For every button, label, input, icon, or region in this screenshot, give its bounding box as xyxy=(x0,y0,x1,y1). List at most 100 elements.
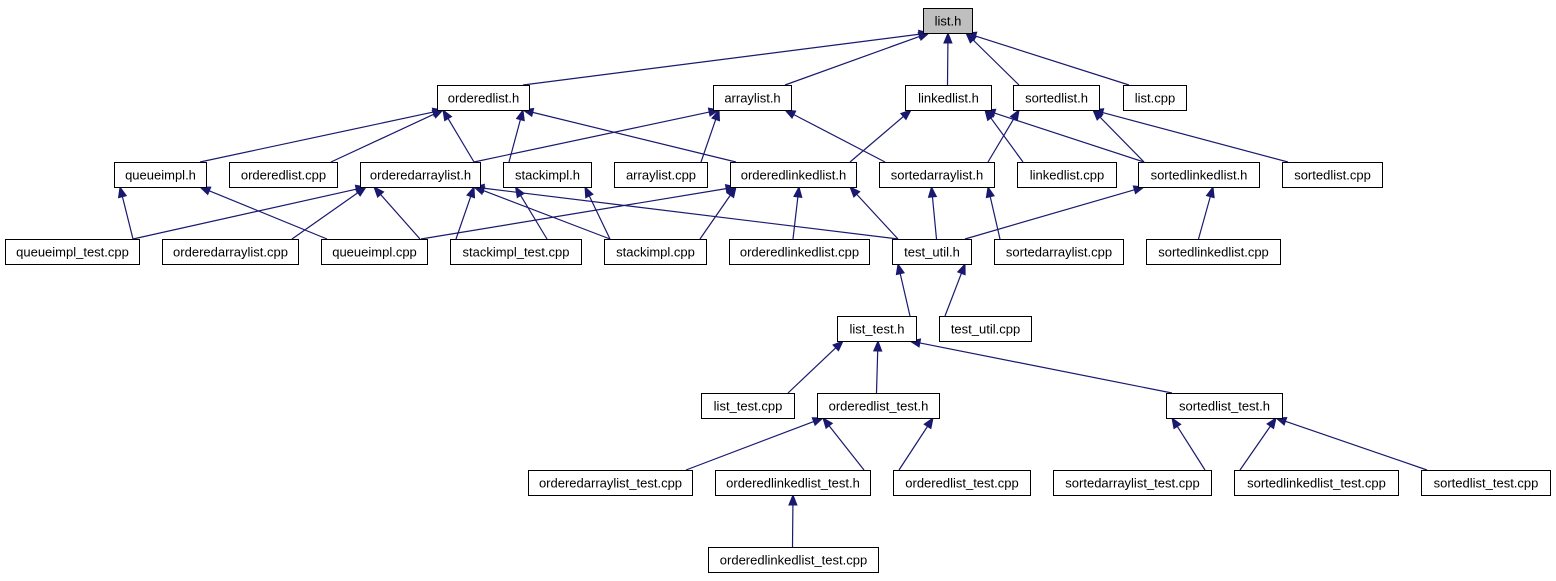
node-sortedlist-cpp[interactable]: sortedlist.cpp xyxy=(1282,162,1383,188)
node-sortedarraylist-h[interactable]: sortedarraylist.h xyxy=(879,162,995,188)
edge-line xyxy=(1099,116,1145,163)
include-edge-test_util_cpp-to-test_util_h xyxy=(944,262,966,317)
edge-line xyxy=(987,118,1015,163)
node-label: stackimpl.cpp xyxy=(616,245,695,260)
node-box xyxy=(708,547,879,573)
node-orderedlist-cpp[interactable]: orderedlist.cpp xyxy=(229,162,338,188)
node-orderedarraylist-cpp[interactable]: orderedarraylist.cpp xyxy=(162,239,299,265)
edge-arrowhead xyxy=(956,262,966,276)
include-edge-queueimpl_cpp-to-queueimpl_h xyxy=(198,186,328,240)
node-box xyxy=(604,239,707,265)
node-box xyxy=(892,239,972,265)
edge-line xyxy=(975,35,1130,86)
node-sortedarraylist-cpp[interactable]: sortedarraylist.cpp xyxy=(994,239,1124,265)
node-box xyxy=(923,8,973,34)
node-orderedlinkedlist-cpp[interactable]: orderedlinkedlist.cpp xyxy=(729,239,870,265)
node-sortedlist-h[interactable]: sortedlist.h xyxy=(1013,85,1100,111)
edge-line xyxy=(899,273,911,317)
node-queueimpl-cpp[interactable]: queueimpl.cpp xyxy=(321,239,428,265)
node-label: sortedlinkedlist.h xyxy=(1151,168,1248,183)
edge-line xyxy=(447,118,475,163)
node-label: sortedlist.cpp xyxy=(1294,168,1371,183)
edge-arrowhead xyxy=(442,108,453,122)
node-orderedlinkedlist-h[interactable]: orderedlinkedlist.h xyxy=(730,162,857,188)
node-label: test_util.cpp xyxy=(951,322,1020,337)
node-sortedlist-test-h[interactable]: sortedlist_test.h xyxy=(1166,393,1283,419)
include-edge-sortedarraylist_cpp-to-sortedarraylist_h xyxy=(985,185,1001,240)
node-orderedarraylist-h[interactable]: orderedarraylist.h xyxy=(360,162,481,188)
node-label: sortedlinkedlist.cpp xyxy=(1158,245,1269,260)
node-label: queueimpl.h xyxy=(125,168,196,183)
node-box xyxy=(1053,470,1212,496)
node-box xyxy=(713,85,792,111)
include-edge-test_util_h-to-sortedarraylist_h xyxy=(927,185,938,240)
node-label: orderedlist.cpp xyxy=(241,168,326,183)
include-edge-orderedlist_h-to-list_h xyxy=(522,29,931,86)
node-label: sortedlist_test.cpp xyxy=(1434,476,1539,491)
node-stackimpl-h[interactable]: stackimpl.h xyxy=(503,162,592,188)
node-orderedlist-h[interactable]: orderedlist.h xyxy=(437,85,530,111)
node-box xyxy=(837,316,917,342)
node-sortedlist-test-cpp[interactable]: sortedlist_test.cpp xyxy=(1421,470,1551,496)
node-linkedlist-cpp[interactable]: linkedlist.cpp xyxy=(1017,162,1117,188)
edge-arrowhead xyxy=(793,185,803,198)
node-label: sortedlinkedlist_test.cpp xyxy=(1247,476,1386,491)
edge-line xyxy=(291,192,359,240)
include-edge-queueimpl_h-to-orderedlist_h xyxy=(199,107,445,163)
node-box xyxy=(614,162,708,188)
edge-arrowhead xyxy=(1171,416,1182,430)
node-label: orderedarraylist.cpp xyxy=(173,245,288,260)
edge-arrowhead xyxy=(198,186,212,196)
node-arraylist-cpp[interactable]: arraylist.cpp xyxy=(614,162,708,188)
edge-line xyxy=(209,190,328,240)
edge-line xyxy=(784,35,920,86)
edge-line xyxy=(849,116,904,163)
edge-line xyxy=(699,194,731,240)
include-edge-orderedarraylist_test_cpp-to-orderedlist_test_h xyxy=(685,417,825,471)
node-label: list.cpp xyxy=(1135,91,1175,106)
include-edge-stackimpl_test_cpp-to-orderedarraylist_h xyxy=(455,185,476,240)
node-test-util-cpp[interactable]: test_util.cpp xyxy=(939,316,1032,342)
node-sortedarraylist-test-cpp[interactable]: sortedarraylist_test.cpp xyxy=(1053,470,1212,496)
node-queueimpl-test-cpp[interactable]: queueimpl_test.cpp xyxy=(5,239,140,265)
node-sortedlinkedlist-cpp[interactable]: sortedlinkedlist.cpp xyxy=(1146,239,1281,265)
edge-line xyxy=(828,425,865,471)
node-list-test-h[interactable]: list_test.h xyxy=(837,316,917,342)
include-edge-orderedlinkedlist_cpp-to-orderedlinkedlist_h xyxy=(792,185,803,240)
node-orderedlist-test-h[interactable]: orderedlist_test.h xyxy=(817,393,940,419)
node-label: list_test.h xyxy=(850,322,905,337)
edge-line xyxy=(132,188,357,240)
node-box xyxy=(994,239,1124,265)
edge-line xyxy=(520,195,548,240)
node-orderedlinkedlist-test-h[interactable]: orderedlinkedlist_test.h xyxy=(715,470,871,496)
node-list-cpp[interactable]: list.cpp xyxy=(1123,85,1187,111)
edge-arrowhead xyxy=(985,185,995,199)
node-list-test-cpp[interactable]: list_test.cpp xyxy=(701,393,795,419)
include-edge-orderedlist_test_cpp-to-orderedlist_test_h xyxy=(898,416,934,471)
node-orderedlist-test-cpp[interactable]: orderedlist_test.cpp xyxy=(893,470,1031,496)
node-sortedlinkedlist-h[interactable]: sortedlinkedlist.h xyxy=(1138,162,1260,188)
node-box xyxy=(701,393,795,419)
edge-arrowhead xyxy=(943,31,953,44)
node-orderedlinkedlist-test-cpp[interactable]: orderedlinkedlist_test.cpp xyxy=(708,547,879,573)
node-orderedarraylist-test-cpp[interactable]: orderedarraylist_test.cpp xyxy=(528,470,693,496)
node-sortedlinkedlist-test-cpp[interactable]: sortedlinkedlist_test.cpp xyxy=(1234,470,1399,496)
node-arraylist-h[interactable]: arraylist.h xyxy=(713,85,792,111)
node-list-h[interactable]: list.h xyxy=(923,8,973,34)
edge-line xyxy=(483,187,899,240)
include-edge-sortedarraylist_test_cpp-to-sortedlist_test_h xyxy=(1171,416,1206,471)
edge-arrowhead xyxy=(872,339,883,352)
edge-arrowhead xyxy=(711,108,721,122)
include-edge-queueimpl_cpp-to-orderedarraylist_h xyxy=(373,185,421,240)
edge-line xyxy=(875,350,879,394)
edge-line xyxy=(1197,196,1211,240)
node-stackimpl-test-cpp[interactable]: stackimpl_test.cpp xyxy=(450,239,582,265)
edge-line xyxy=(199,111,434,163)
include-edge-queueimpl_test_cpp-to-queueimpl_h xyxy=(117,185,134,240)
node-label: sortedarraylist.h xyxy=(891,168,983,183)
node-linkedlist-h[interactable]: linkedlist.h xyxy=(905,85,992,111)
node-queueimpl-h[interactable]: queueimpl.h xyxy=(114,162,207,188)
node-test-util-h[interactable]: test_util.h xyxy=(892,239,972,265)
node-stackimpl-cpp[interactable]: stackimpl.cpp xyxy=(604,239,707,265)
